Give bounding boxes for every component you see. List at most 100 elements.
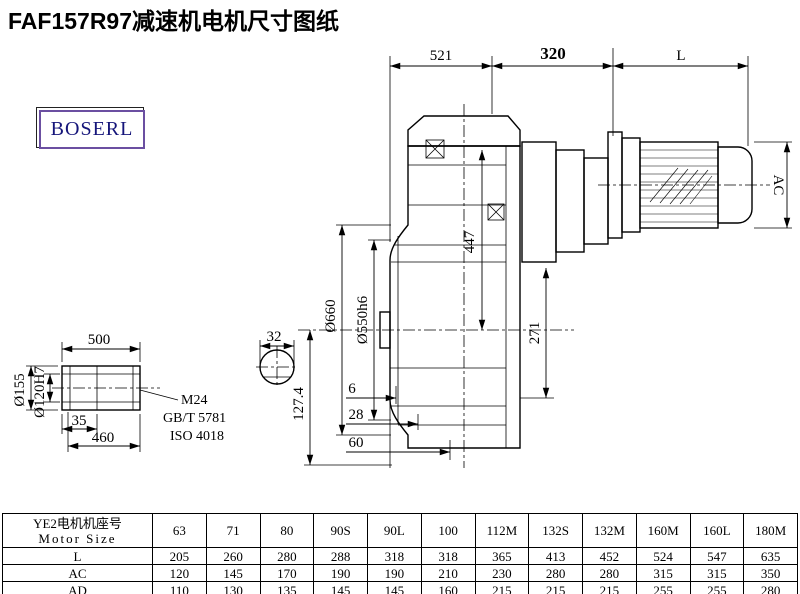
table-row-label: AD — [2, 581, 153, 594]
dim-550h6: Ø550h6 — [355, 295, 371, 344]
table-header-cell: 80 — [259, 513, 315, 548]
centerlines — [52, 104, 770, 468]
note-iso-4018: ISO 4018 — [170, 429, 224, 444]
table-cell: 190 — [313, 564, 368, 582]
dim-460: 460 — [92, 430, 115, 446]
table-cell: 145 — [205, 564, 261, 582]
table-cell: 130 — [205, 581, 261, 594]
note-m24: M24 — [181, 393, 207, 408]
table-cell: 280 — [743, 581, 798, 594]
table-cell: 190 — [367, 564, 422, 582]
table-cell: 145 — [313, 581, 368, 594]
oil-plug-top — [425, 139, 445, 159]
fan-cover — [717, 146, 753, 224]
housing-dimensions: 447 271 — [462, 150, 554, 399]
dim-271: 271 — [527, 322, 543, 345]
table-cell: 210 — [420, 564, 476, 582]
table-cell: 280 — [582, 564, 637, 582]
table-header-cell: 180M — [743, 513, 798, 548]
oil-plug-mid — [487, 203, 505, 221]
dim-32: 32 — [267, 329, 282, 345]
adapter — [521, 141, 609, 263]
table-cell: 260 — [205, 547, 261, 565]
bottom-dimensions: 6 28 60 127.4 — [291, 330, 451, 468]
table-cell: 110 — [152, 581, 207, 594]
dim-447: 447 — [462, 230, 478, 253]
table-cell: 255 — [635, 581, 691, 594]
table-cell: 280 — [259, 547, 315, 565]
dim-28: 28 — [349, 407, 364, 423]
boserl-logo: BOSERL — [36, 107, 145, 149]
table-cell: 452 — [582, 547, 637, 565]
table-cell: 365 — [474, 547, 530, 565]
dim-155: Ø155 — [12, 373, 28, 406]
dim-60: 60 — [349, 435, 364, 451]
gear-housing — [379, 115, 521, 449]
table-cell: 318 — [420, 547, 476, 565]
table-cell: 215 — [528, 581, 583, 594]
dim-L: L — [676, 48, 685, 64]
dim-AC: AC — [770, 175, 786, 196]
table-cell: 145 — [367, 581, 422, 594]
table-row-label: L — [2, 547, 153, 565]
table-cell: 524 — [635, 547, 691, 565]
boserl-logo-text: BOSERL — [50, 118, 134, 140]
flange-dimensions: Ø660 Ø550h6 — [323, 224, 391, 436]
table-cell: 280 — [528, 564, 583, 582]
table-header-cell: 132S — [528, 513, 583, 548]
table-cell: 635 — [743, 547, 798, 565]
dim-127-4: 127.4 — [291, 387, 307, 421]
table-cell: 120 — [152, 564, 207, 582]
table-cell: 318 — [367, 547, 422, 565]
dim-35: 35 — [72, 413, 87, 429]
output-shaft-stub — [379, 311, 391, 349]
table-cell: 160 — [420, 581, 476, 594]
table-row-label: AC — [2, 564, 153, 582]
ac-dimension: AC — [754, 141, 792, 229]
dimension-drawing: 521 320 L AC — [12, 44, 792, 468]
dim-660: Ø660 — [323, 299, 339, 332]
table-header-cell: 112M — [474, 513, 530, 548]
dim-6: 6 — [348, 381, 356, 397]
table-cell: 315 — [635, 564, 691, 582]
table-header-cell: 63 — [152, 513, 207, 548]
hollow-shaft-detail: 500 35 460 Ø155 Ø120H7 M24 GB/T 5781 ISO… — [12, 332, 226, 452]
motor-size-label-cn: YE2电机机座号 — [33, 515, 122, 531]
table-cell: 170 — [259, 564, 315, 582]
boserl-logo-frame: BOSERL — [39, 110, 145, 149]
motor — [607, 131, 753, 239]
table-header-cell: 132M — [582, 513, 637, 548]
table-header-cell: 90S — [313, 513, 368, 548]
dim-521: 521 — [430, 48, 453, 64]
top-dimensions: 521 320 L — [389, 44, 749, 242]
table-cell: 255 — [689, 581, 745, 594]
page-title: FAF157R97减速机电机尺寸图纸 — [8, 8, 340, 34]
table-cell: 205 — [152, 547, 207, 565]
table-cell: 288 — [313, 547, 368, 565]
shaft-section-detail: 32 — [259, 329, 295, 385]
table-header-cell: 90L — [367, 513, 422, 548]
note-gbt-5781: GB/T 5781 — [163, 411, 226, 426]
table-cell: 215 — [582, 581, 637, 594]
table-header-cell: 160M — [635, 513, 691, 548]
motor-size-label-en: Motor Size — [38, 530, 117, 546]
table-cell: 413 — [528, 547, 583, 565]
table-cell: 547 — [689, 547, 745, 565]
dim-120H7: Ø120H7 — [32, 366, 48, 418]
table-header-cell: 71 — [205, 513, 261, 548]
table-header-cell: 100 — [420, 513, 476, 548]
table-cell: 135 — [259, 581, 315, 594]
table-cell: 215 — [474, 581, 530, 594]
table-cell: 230 — [474, 564, 530, 582]
table-header-cell: 160L — [689, 513, 745, 548]
dim-500: 500 — [88, 332, 111, 348]
